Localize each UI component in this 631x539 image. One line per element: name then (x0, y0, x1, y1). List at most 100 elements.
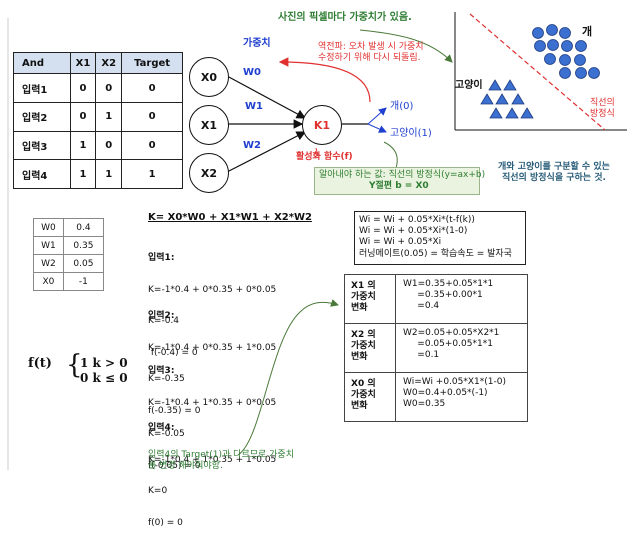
update-rule-line: Wi = Wi + 0.05*Xi (359, 237, 442, 247)
edge-label-w1: W1 (245, 101, 263, 112)
label-line: 변화 (351, 352, 368, 362)
update-row-body: Wi=Wi +0.05*X1*(1-0) W0=0.4+0.05*(-1) W0… (403, 377, 506, 409)
cat-point (511, 93, 525, 105)
calc-line: f(0) = 0 (148, 517, 183, 528)
table-row: X0-1 (33, 272, 105, 291)
calc-block-2: 입력2: K=-1*0.4 + 0*0.35 + 1*0.05 K=-0.35 … (148, 290, 276, 427)
calc-title: 입력4: (148, 423, 175, 433)
dog-point (559, 67, 571, 79)
cell: 0.4 (62, 218, 105, 237)
cell: 0.35 (62, 236, 105, 255)
line-label-1: 직선의 (590, 98, 615, 108)
output-cat-label: 고양이(1) (390, 128, 432, 139)
classify-note-line1: 개와 고양이를 구분할 수 있는 (498, 162, 610, 172)
sum-formula: K= X0*W0 + X1*W1 + X2*W2 (148, 212, 312, 223)
edge-w0 (226, 75, 307, 119)
label-line: X1 의 (351, 281, 376, 291)
label-line: X2 의 (351, 330, 376, 340)
row-label: 입력3 (13, 130, 71, 161)
update-row-body: W1=0.35+0.05*1*1 =0.35+0.00*1 =0.4 (403, 279, 494, 311)
cell: 0.05 (62, 254, 105, 273)
label-line: 변화 (351, 303, 368, 313)
dog-label: 개 (582, 25, 593, 38)
output-dog-label: 개(0) (390, 101, 414, 112)
cell: 1 (69, 130, 97, 161)
cat-point (505, 107, 519, 119)
output-dog-arrow (367, 107, 387, 125)
calc-line: K=-0.35 (148, 374, 185, 384)
label-line: X0 의 (351, 379, 376, 389)
row-label: 입력4 (13, 159, 71, 189)
and-header-cell: Target (121, 51, 183, 75)
cat-point (503, 79, 517, 91)
calc-line: f(-0.35) = 0 (148, 405, 201, 416)
and-header-cell: And (13, 51, 71, 75)
calc-title: 입력1: (148, 253, 175, 263)
calc-title: 입력2: (148, 311, 175, 321)
cell: 1 (69, 159, 97, 189)
cell: 0 (121, 130, 183, 161)
edge-w2 (226, 131, 307, 173)
calc-note-line1: 입력4의 Target(1)과 다르므로 가중치 (148, 450, 294, 460)
cell: W0 (33, 218, 64, 237)
update-rule-box: Wi = Wi + 0.05*Xi*(t-f(k)) Wi = Wi + 0.0… (354, 211, 526, 265)
backprop-note-line1: 역전파: 오차 발생 시 가중치 (318, 42, 424, 52)
and-truth-table: And X1 X2 Target 입력1 0 0 0 입력2 0 1 0 입력3… (13, 51, 183, 189)
update-row-x0: X0 의 가중치 변화 Wi=Wi +0.05*X1*(1-0) W0=0.4+… (344, 372, 528, 422)
update-row-x1: X1 의 가중치 변화 W1=0.35+0.05*1*1 =0.35+0.00*… (344, 274, 528, 324)
calc-line: f(-0.05) = 0 (148, 460, 201, 471)
calc-line: K=-0.4 (148, 316, 180, 326)
dog-point (575, 67, 587, 79)
cat-label: 고양이 (455, 80, 483, 91)
cat-point (489, 107, 503, 119)
table-row: 입력1 0 0 0 (13, 73, 183, 104)
calc-title: 입력3: (148, 366, 175, 376)
cell: X0 (33, 272, 64, 291)
update-row-label: X0 의 가중치 변화 (351, 379, 376, 412)
update-rule-line: Wi = Wi + 0.05*Xi*(t-f(k)) (359, 215, 475, 225)
calc-line: K=0 (148, 486, 168, 496)
update-row-label: X2 의 가중치 변화 (351, 330, 376, 363)
scatter-plot (454, 12, 627, 131)
update-rule-line: Wi = Wi + 0.05*Xi*(1-0) (359, 226, 468, 236)
cat-point (480, 93, 494, 105)
calc-note-line2: 를 변경 해야줘야함. (148, 461, 223, 471)
dog-point (544, 53, 556, 65)
activation-brace: { (66, 350, 83, 380)
calc-line: f(-0.4) = 0 (148, 347, 198, 358)
label-line: 가중치 (351, 390, 376, 400)
table-row: 입력3 1 0 0 (13, 130, 183, 161)
dog-point (547, 39, 559, 51)
dog-point (574, 54, 586, 66)
dog-point (559, 27, 571, 39)
edge-label-w0: W0 (243, 67, 261, 78)
cell: 1 (121, 159, 183, 189)
calc-block-3: 입력3: K=-1*0.4 + 1*0.35 + 0*0.05 K=-0.05 … (148, 345, 276, 482)
dog-point (575, 40, 587, 52)
calc-line: K=-0.05 (148, 429, 185, 439)
edge-label-w2: W2 (243, 140, 261, 151)
activation-def-f: f(t) (28, 356, 52, 371)
cell: W2 (33, 254, 64, 273)
row-label: 입력2 (13, 102, 71, 132)
output-cat-arrow (367, 123, 387, 133)
cat-points (480, 79, 534, 119)
dog-point (534, 40, 546, 52)
line-label-2: 방정식 (590, 109, 615, 119)
label-line: 가중치 (351, 341, 376, 351)
calc-line: K=-1*0.4 + 0*0.35 + 1*0.05 (148, 342, 277, 353)
activation-pointer (315, 147, 319, 157)
backprop-note-line2: 수정하기 위해 다시 되돌림. (318, 53, 421, 63)
table-row: 입력2 0 1 0 (13, 102, 183, 132)
classify-note-line2: 직선의 방정식을 구하는 것. (502, 173, 606, 183)
unknown-value-box: 알아내야 하는 값: 직선의 방정식(y=ax+b) Y절편 b = X0 (314, 167, 485, 195)
and-header-cell: X1 (69, 51, 97, 75)
decision-line (469, 13, 606, 131)
node-k1: K1 (302, 105, 342, 145)
calc-to-update-arrow (237, 299, 339, 456)
update-row-x2: X2 의 가중치 변화 W2=0.05+0.05*X2*1 =0.05+0.05… (344, 323, 528, 373)
